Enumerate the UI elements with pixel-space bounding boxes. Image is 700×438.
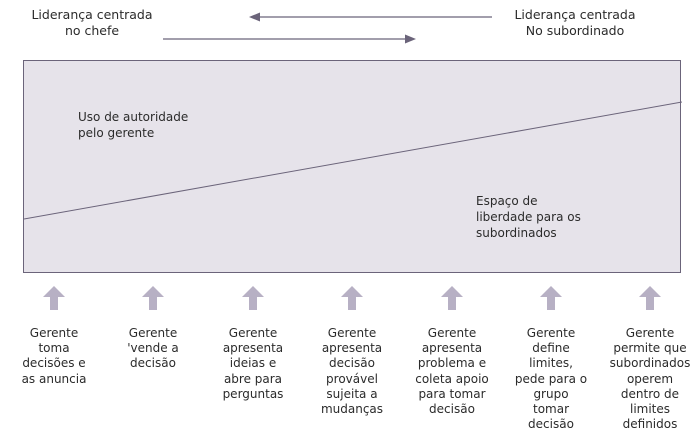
stage-description-line: permite que	[613, 341, 687, 356]
boss-centered-label: Liderança centrada no chefe	[7, 7, 177, 39]
stage-description-line: Gerente	[427, 326, 477, 340]
stage-description: Gerente apresenta problema e coleta apoi…	[404, 326, 500, 417]
stage-description-line: ideias e	[229, 356, 277, 371]
up-arrow-icon	[242, 286, 264, 310]
stage-description-line: definidos	[622, 417, 678, 432]
up-arrow-icon	[540, 286, 562, 310]
stage-2: Gerente 'vende a decisão	[105, 286, 201, 372]
stage-3: Gerente apresenta ideias e abre para per…	[205, 286, 301, 402]
stage-description-line: decisão	[329, 356, 375, 371]
stage-description: Gerente 'vende a decisão	[105, 326, 201, 372]
stage-description-line: coleta apoio	[415, 371, 489, 386]
freedom-region-label-line: liberdade para os	[476, 210, 581, 224]
stage-description-line: tomar	[532, 402, 570, 417]
subordinate-centered-label: Liderança centrada No subordinado	[490, 7, 660, 39]
freedom-region-label-line: Espaço de	[476, 194, 538, 208]
stage-description: Gerente permite que subordinados operem …	[602, 326, 698, 432]
stage-description-line: subordinados	[609, 356, 691, 371]
authority-region-label: Uso de autoridade pelo gerente	[78, 109, 188, 141]
stage-description-line: 'vende a	[127, 341, 179, 356]
stage-description-line: decisão	[429, 402, 475, 417]
authority-region-label-line: Uso de autoridade	[78, 110, 189, 124]
stage-description-line: problema e	[417, 356, 487, 371]
stage-description-line: mudanças	[320, 402, 384, 417]
stage-description-line: perguntas	[222, 386, 284, 401]
freedom-region-label-line: subordinados	[476, 226, 557, 240]
stage-description-line: Gerente	[128, 326, 178, 340]
divider-line	[24, 101, 682, 220]
stage-1: Gerente toma decisões e as anuncia	[6, 286, 102, 387]
stage-description-line: toma	[38, 341, 70, 356]
stage-4: Gerente apresenta decisão provável sujei…	[304, 286, 400, 417]
stage-description-line: Gerente	[327, 326, 377, 340]
authority-freedom-panel	[23, 60, 682, 273]
boss-centered-label-line: Liderança centrada	[31, 7, 153, 22]
stage-description-line: grupo	[533, 386, 569, 401]
subordinate-centered-label-line: Liderança centrada	[514, 7, 636, 22]
stage-description-line: apresenta	[222, 341, 284, 356]
right-arrow-icon	[163, 34, 416, 44]
stage-description-line: para tomar	[418, 386, 486, 401]
freedom-region-label: Espaço de liberdade para os subordinados	[476, 193, 581, 241]
stage-description-line: as anuncia	[21, 371, 87, 386]
stage-description-line: abre para	[223, 371, 283, 386]
stage-description-line: apresenta	[421, 341, 483, 356]
subordinate-centered-label-line: No subordinado	[525, 23, 625, 38]
stage-description-line: operem	[626, 371, 674, 386]
stage-7: Gerente permite que subordinados operem …	[602, 286, 698, 432]
up-arrow-icon	[142, 286, 164, 310]
stage-description: Gerente define limites, pede para o grup…	[503, 326, 599, 432]
stage-description-line: Gerente	[29, 326, 79, 340]
up-arrow-icon	[43, 286, 65, 310]
stage-description-line: decisão	[130, 356, 176, 371]
stage-description-line: apresenta	[321, 341, 383, 356]
up-arrow-icon	[341, 286, 363, 310]
stage-description-line: dentro de	[620, 386, 680, 401]
stage-description-line: pede para o	[514, 371, 588, 386]
stage-description-line: sujeita a	[326, 386, 378, 401]
stage-description: Gerente apresenta decisão provável sujei…	[304, 326, 400, 417]
up-arrow-icon	[639, 286, 661, 310]
stage-description-line: decisões e	[22, 356, 86, 371]
authority-region-label-line: pelo gerente	[78, 126, 155, 140]
stage-5: Gerente apresenta problema e coleta apoi…	[404, 286, 500, 417]
up-arrow-icon	[441, 286, 463, 310]
stage-description-line: decisão	[528, 417, 574, 432]
boss-centered-label-line: no chefe	[64, 23, 120, 38]
stage-description-line: limites,	[529, 356, 573, 371]
stage-description: Gerente toma decisões e as anuncia	[6, 326, 102, 387]
stage-description-line: define	[532, 341, 570, 356]
direction-arrows	[163, 12, 492, 44]
stage-description-line: limites	[629, 402, 671, 417]
stage-description-line: provável	[326, 371, 378, 386]
stage-description-line: Gerente	[526, 326, 576, 340]
stage-description-line: Gerente	[625, 326, 675, 340]
left-arrow-icon	[249, 12, 492, 22]
stage-description-line: Gerente	[228, 326, 278, 340]
stage-description: Gerente apresenta ideias e abre para per…	[205, 326, 301, 402]
stage-6: Gerente define limites, pede para o grup…	[503, 286, 599, 432]
